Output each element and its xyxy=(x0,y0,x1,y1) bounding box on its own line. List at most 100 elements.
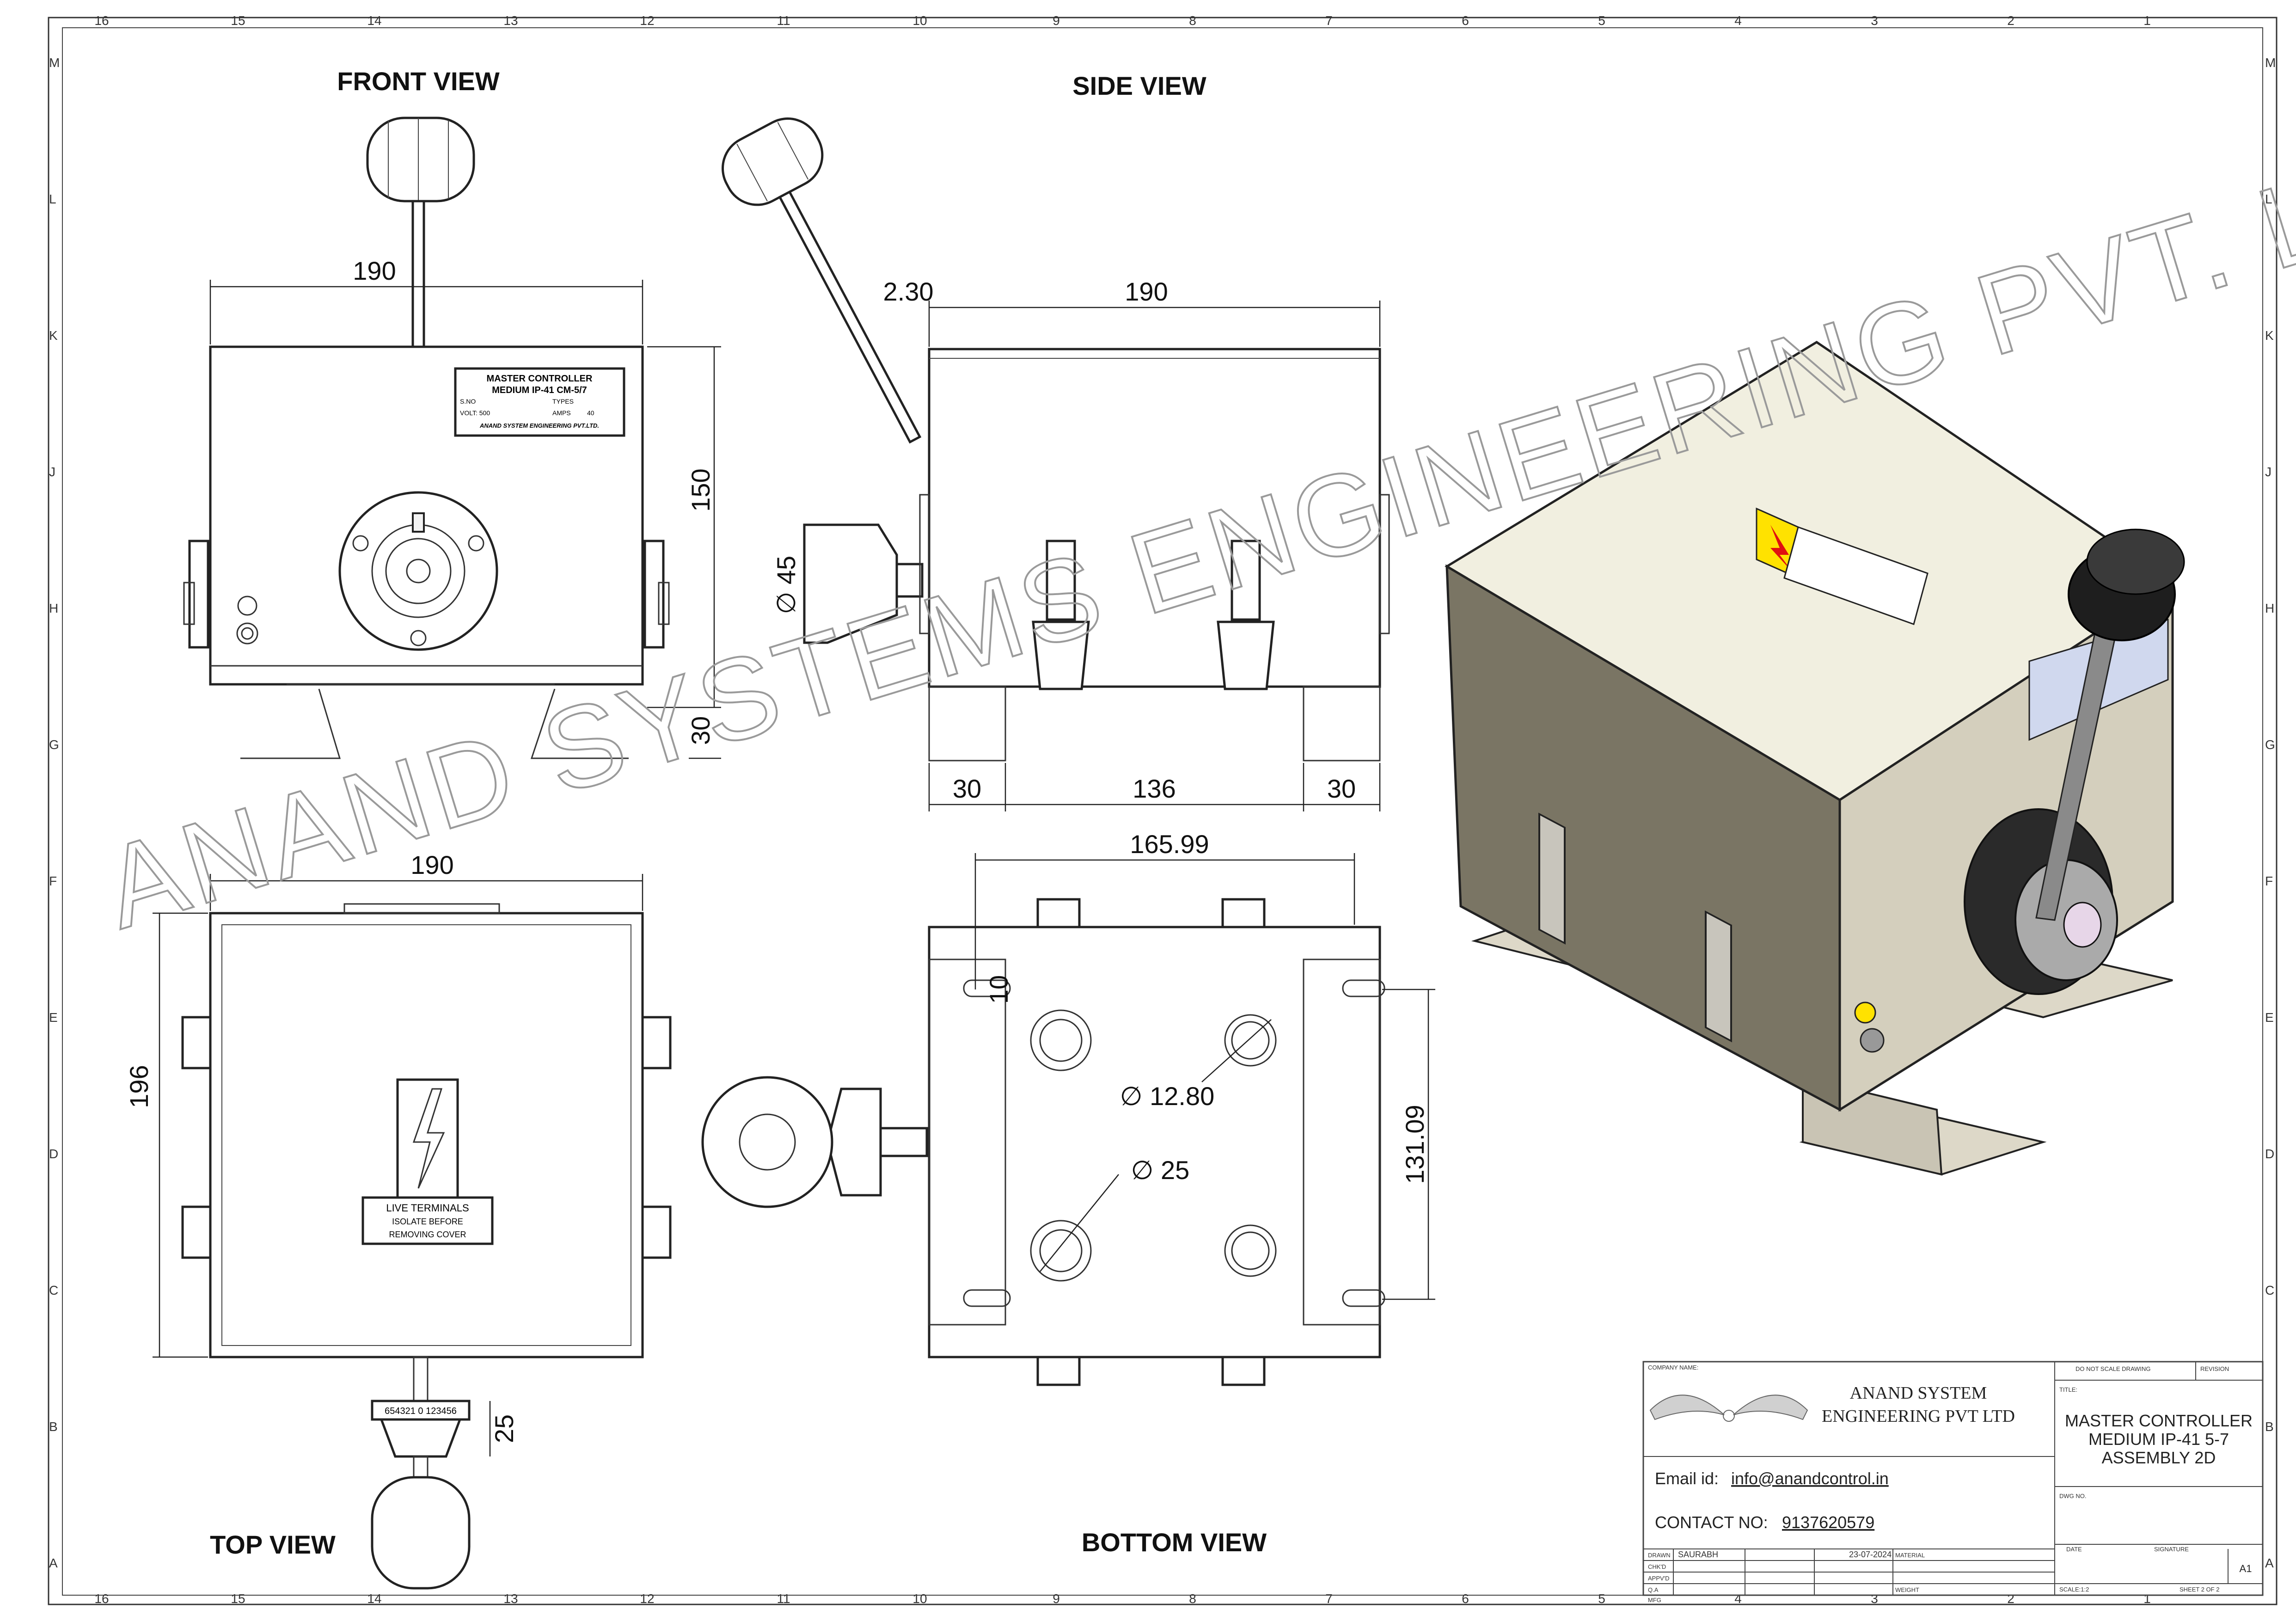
zone-col-label: 14 xyxy=(367,1591,381,1606)
zone-col-label: 10 xyxy=(912,1591,927,1606)
zone-row-label: H xyxy=(49,601,58,615)
zone-row-label: A xyxy=(2265,1556,2274,1570)
zone-row-label: G xyxy=(2265,737,2275,752)
bottom-view: BOTTOM VIEW 165.99 10 ∅ xyxy=(701,829,1435,1557)
zone-col-label: 9 xyxy=(1053,1591,1060,1606)
zone-row-label: E xyxy=(49,1010,58,1025)
zone-col-label: 10 xyxy=(912,13,927,28)
zone-row-label: F xyxy=(2265,874,2273,888)
bottom-latch xyxy=(1036,1356,1081,1386)
sheet-size: A1 xyxy=(2240,1563,2252,1574)
company-logo-icon xyxy=(1649,1395,1808,1422)
company-line1: ANAND SYSTEM xyxy=(1850,1383,1987,1403)
zone-col-label: 5 xyxy=(1598,13,1605,28)
warning-line3: REMOVING COVER xyxy=(389,1230,466,1239)
company-line2: ENGINEERING PVT LTD xyxy=(1822,1407,2015,1426)
zone-row-label: B xyxy=(49,1419,58,1434)
sheet-label: SHEET 2 OF 2 xyxy=(2180,1586,2219,1593)
email-label: Email id: xyxy=(1655,1469,1719,1488)
top-latch xyxy=(181,1016,212,1069)
zone-col-label: 13 xyxy=(503,1591,518,1606)
side-mid-dim: 136 xyxy=(1133,774,1176,803)
bottom-height-dim: 131.09 xyxy=(1400,1105,1429,1184)
bottom-latch xyxy=(1221,898,1266,928)
drawn-label: DRAWN xyxy=(1648,1552,1671,1559)
approved-label: APPV'D xyxy=(1648,1575,1670,1582)
zone-row-label: J xyxy=(49,465,55,479)
side-latch-1 xyxy=(1032,540,1090,690)
drawn-date: 23-07-2024 xyxy=(1849,1550,1892,1559)
mounting-slot xyxy=(1342,979,1385,997)
side-view-title: SIDE VIEW xyxy=(1072,71,1206,100)
front-view: FRONT VIEW MASTER CONTROLLER MEDIUM IP-4… xyxy=(183,67,721,759)
top-handle-knob xyxy=(371,1476,471,1590)
warning-line2: ISOLATE BEFORE xyxy=(392,1217,463,1226)
zone-row-label: L xyxy=(2265,192,2272,206)
top-view: TOP VIEW LIVE TERMINALS ISOLATE BEFORE R… xyxy=(124,850,672,1590)
zone-col-label: 11 xyxy=(777,1591,790,1606)
zone-col-label: 8 xyxy=(1189,13,1196,28)
zone-col-label: 8 xyxy=(1189,1591,1196,1606)
side-right-dim: 30 xyxy=(1327,774,1356,803)
zone-rows-right: M L K J H G F E D C B A xyxy=(2265,55,2276,1570)
zone-col-label: 7 xyxy=(1325,13,1333,28)
zone-row-label: A xyxy=(49,1556,58,1570)
zone-row-label: G xyxy=(49,737,59,752)
zone-col-label: 16 xyxy=(94,13,109,28)
warning-line1: LIVE TERMINALS xyxy=(386,1202,469,1214)
zone-columns-top: 16 15 14 13 12 11 10 9 8 7 6 5 4 3 2 1 xyxy=(94,13,2150,28)
bottom-slot-dim: 10 xyxy=(984,975,1013,1004)
signature-label: SIGNATURE xyxy=(2154,1546,2189,1553)
zone-row-label: B xyxy=(2265,1419,2274,1434)
company-name-label: COMPANY NAME: xyxy=(1648,1364,1698,1371)
title-line2: MEDIUM IP-41 5-7 xyxy=(2088,1430,2229,1449)
material-label: MATERIAL xyxy=(1895,1552,1925,1559)
zone-col-label: 5 xyxy=(1598,1591,1605,1606)
drawn-by: SAURABH xyxy=(1678,1550,1718,1559)
front-view-title: FRONT VIEW xyxy=(337,67,500,96)
revision-label: REVISION xyxy=(2200,1365,2229,1372)
bottom-latch xyxy=(1221,1356,1266,1386)
zone-row-label: D xyxy=(49,1147,58,1161)
foot-right xyxy=(530,688,629,759)
weight-label: WEIGHT xyxy=(1895,1586,1919,1593)
switch-flange xyxy=(338,491,498,651)
cable-hole xyxy=(1030,1009,1092,1071)
left-latch xyxy=(188,540,209,649)
zone-col-label: 13 xyxy=(503,13,518,28)
top-latch xyxy=(181,1205,212,1259)
title-line1: MASTER CONTROLLER xyxy=(2065,1411,2253,1430)
email-link[interactable]: info@anandcontrol.in xyxy=(1731,1469,1889,1488)
mounting-slot xyxy=(963,1289,1011,1307)
zone-row-label: M xyxy=(2265,55,2276,70)
bottom-width-dim: 165.99 xyxy=(1130,829,1209,859)
switch-marking: 654321 0 123456 xyxy=(385,1406,457,1416)
cable-hole xyxy=(1224,1224,1277,1277)
title-label: TITLE: xyxy=(2059,1386,2077,1393)
side-left-dim: 30 xyxy=(953,774,981,803)
zone-col-label: 12 xyxy=(640,13,654,28)
side-offset-dim: 2.30 xyxy=(883,277,934,306)
zone-row-label: M xyxy=(49,55,60,70)
mounting-slot xyxy=(1342,1289,1385,1307)
dwg-no-label: DWG NO. xyxy=(2059,1493,2087,1499)
handle-knob xyxy=(366,117,475,203)
zone-col-label: 15 xyxy=(231,1591,245,1606)
zone-row-label: K xyxy=(2265,328,2274,343)
mounting-slot xyxy=(963,979,1011,997)
top-handle-dim: 25 xyxy=(490,1414,519,1443)
zone-col-label: 1 xyxy=(2143,13,2151,28)
zone-col-label: 7 xyxy=(1325,1591,1333,1606)
right-latch xyxy=(643,540,665,649)
earth-terminal-icon xyxy=(237,596,257,616)
side-width-dim: 190 xyxy=(1125,277,1168,306)
nameplate-amps: AMPS xyxy=(552,409,571,417)
front-height-dim: 150 xyxy=(686,468,715,511)
zone-col-label: 11 xyxy=(777,13,790,28)
zone-row-label: C xyxy=(2265,1283,2274,1297)
zone-rows-left: M L K J H G F E D C B A xyxy=(49,55,60,1570)
contact-number[interactable]: 9137620579 xyxy=(1782,1513,1874,1532)
date-label: DATE xyxy=(2066,1546,2082,1553)
zone-col-label: 12 xyxy=(640,1591,654,1606)
